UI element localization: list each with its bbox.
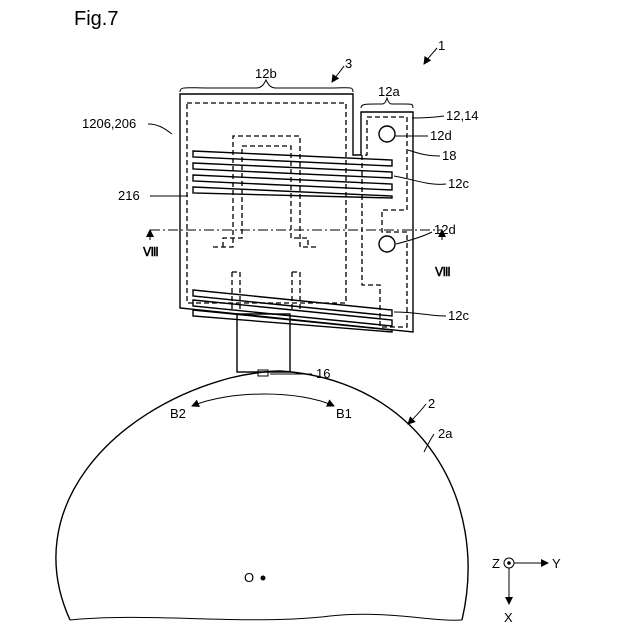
label-ref-12c-lower: 12c bbox=[448, 308, 469, 323]
label-ref-12b: 12b bbox=[255, 66, 277, 81]
label-section-right: Ⅷ bbox=[434, 265, 451, 279]
label-center-o: O bbox=[244, 570, 254, 585]
hole-lower-12d bbox=[379, 236, 395, 252]
label-axis-y: Y bbox=[552, 556, 561, 571]
label-ref-2a: 2a bbox=[438, 426, 453, 441]
label-section-left: Ⅷ bbox=[142, 245, 159, 259]
brace-12a bbox=[361, 98, 413, 108]
label-ref-12d-lower: 12d bbox=[434, 222, 456, 237]
right-channel-dashed bbox=[362, 117, 407, 327]
brace-12b bbox=[180, 80, 353, 92]
label-arrow-b2: B2 bbox=[170, 406, 186, 421]
body-bottom-edge bbox=[70, 614, 462, 620]
inner-boundary-dashed bbox=[187, 103, 346, 303]
hole-upper-12d bbox=[379, 126, 395, 142]
leader-1206 bbox=[148, 124, 172, 134]
leader-3 bbox=[332, 66, 344, 82]
module-housing-outline bbox=[180, 94, 413, 332]
body-dome-outline bbox=[56, 371, 468, 620]
label-arrow-b1: B1 bbox=[336, 406, 352, 421]
label-ref-12d-upper: 12d bbox=[430, 128, 452, 143]
label-axis-z: Z bbox=[492, 556, 500, 571]
leader-12d-lower bbox=[396, 232, 432, 244]
label-ref-16: 16 bbox=[316, 366, 330, 381]
label-axis-x: X bbox=[504, 610, 513, 625]
label-ref-12a: 12a bbox=[378, 84, 400, 99]
rotation-arrow-b1-b2 bbox=[192, 394, 334, 406]
leader-12c-upper bbox=[394, 176, 446, 184]
leader-2 bbox=[408, 404, 426, 424]
leader-12-14 bbox=[412, 116, 444, 118]
leader-12c-lower bbox=[394, 312, 446, 316]
label-ref-3: 3 bbox=[345, 56, 352, 71]
label-ref-1206-206: 1206,206 bbox=[82, 116, 136, 131]
label-ref-216: 216 bbox=[118, 188, 140, 203]
center-point-o bbox=[261, 576, 266, 581]
label-ref-18: 18 bbox=[442, 148, 456, 163]
label-ref-12-14: 12,14 bbox=[446, 108, 479, 123]
leader-1 bbox=[424, 48, 437, 64]
label-ref-1: 1 bbox=[438, 38, 445, 53]
label-ref-12c-upper: 12c bbox=[448, 176, 469, 191]
label-ref-2: 2 bbox=[428, 396, 435, 411]
coordinate-axes bbox=[504, 558, 548, 604]
